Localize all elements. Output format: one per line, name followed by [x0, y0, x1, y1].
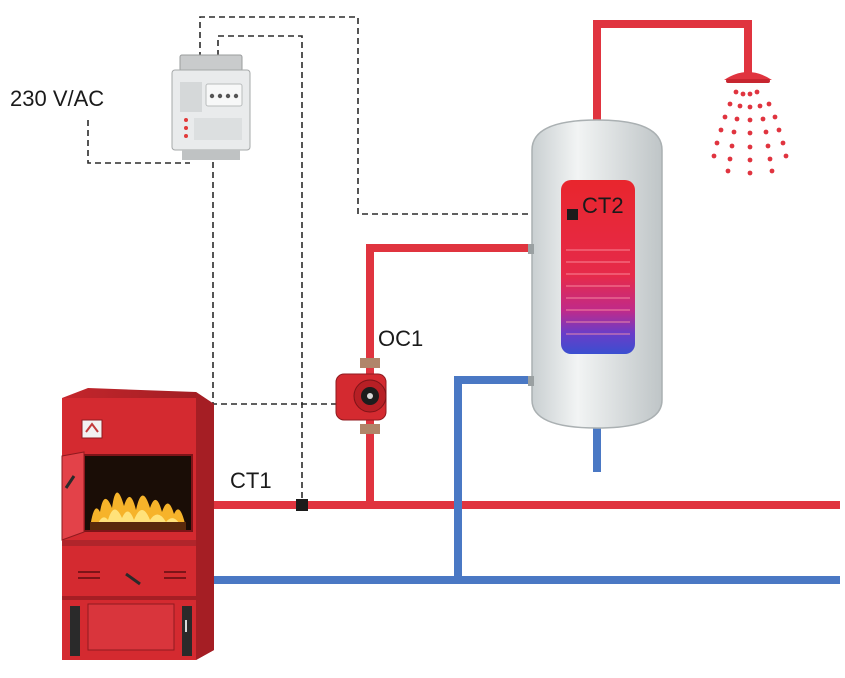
ct1-wire	[217, 35, 303, 505]
controller-module-icon	[171, 54, 251, 160]
flame-icon	[90, 492, 186, 530]
solid-fuel-boiler-icon	[61, 388, 214, 660]
ct2-wire	[199, 16, 568, 215]
power-wire	[87, 120, 190, 164]
shower-supply-pipe	[593, 20, 752, 122]
sensor-ct2	[567, 209, 578, 220]
cold-water-pipes	[214, 376, 840, 584]
ash-door	[87, 603, 175, 651]
hot-water-pipes	[214, 20, 840, 509]
firebox-door	[61, 451, 85, 541]
tank-return-pipe	[454, 376, 532, 580]
shower-head-icon	[724, 70, 772, 83]
sensor-ct1	[296, 499, 308, 511]
heating-coil	[566, 249, 630, 335]
label-power-supply: 230 V/AC	[10, 86, 104, 111]
water-spray-icon	[711, 89, 789, 176]
label-ct2: CT2	[582, 193, 624, 218]
label-oc1: OC1	[378, 326, 423, 351]
pump-wire	[212, 162, 338, 405]
hot-water-tank	[528, 119, 663, 429]
circulation-pump-icon	[335, 358, 387, 434]
label-ct1: CT1	[230, 468, 272, 493]
